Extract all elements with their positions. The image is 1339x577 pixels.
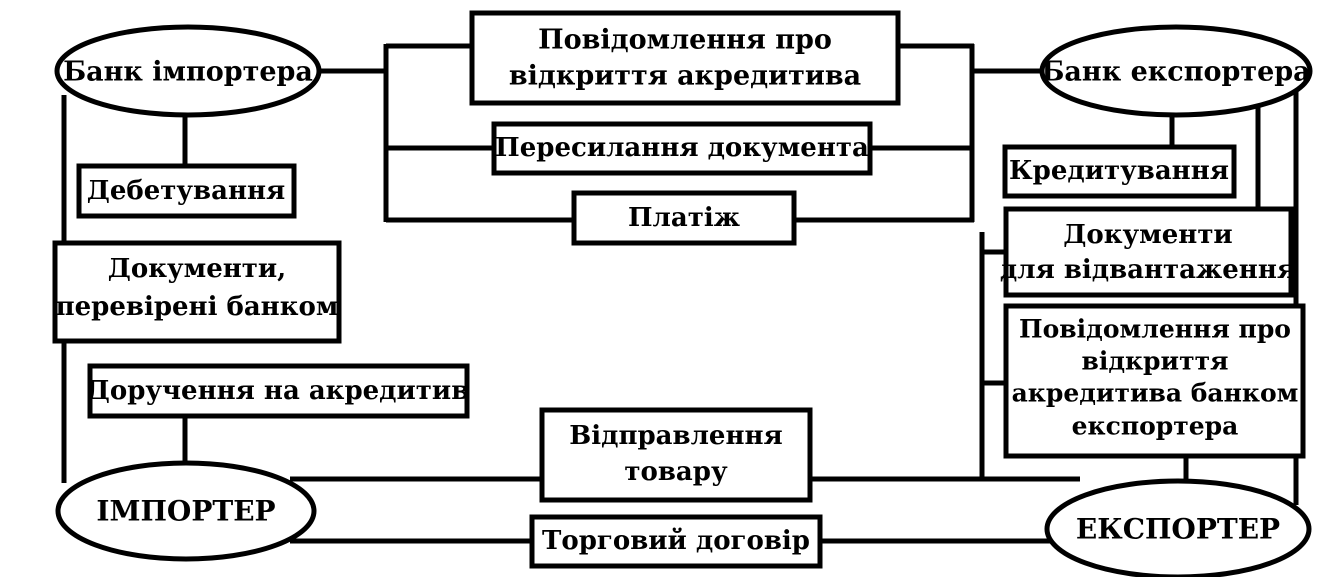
node-notice-exp-bank-label-line1: Повідомлення про — [1019, 315, 1291, 344]
node-docs-checked-label-line1: Документи, — [108, 254, 286, 284]
node-bank-importer[interactable] — [54, 24, 322, 118]
box-layer: Дебетування Документи, перевірені банком… — [52, 10, 1306, 569]
node-bank-exporter[interactable] — [1039, 24, 1313, 118]
node-notice-exp-bank-label-line4: експортера — [1072, 412, 1239, 441]
node-exporter[interactable] — [1044, 478, 1312, 577]
node-bank-exporter-label: Банк експортера — [1041, 57, 1310, 88]
node-debit[interactable] — [76, 163, 297, 219]
node-trade-contract[interactable] — [529, 514, 823, 569]
node-bank-importer-label: Банк імпортера — [63, 57, 313, 88]
node-goods-shipment-label-line1: Відправлення — [569, 421, 782, 451]
node-importer[interactable] — [55, 460, 317, 562]
node-docs-checked[interactable] — [52, 240, 342, 344]
node-forward-doc-label: Пересилання документа — [495, 133, 869, 163]
node-goods-shipment[interactable] — [539, 407, 813, 503]
node-shipping-docs[interactable] — [1003, 206, 1294, 298]
node-order-lc[interactable] — [87, 363, 470, 419]
node-notice-lc-label-line2: відкриття акредитива — [509, 61, 861, 92]
node-notice-lc[interactable] — [469, 10, 901, 106]
node-forward-doc[interactable] — [491, 121, 873, 176]
node-payment[interactable] — [571, 190, 797, 246]
node-docs-checked-label-line2: перевірені банком — [56, 292, 339, 322]
node-notice-exp-bank-label-line2: відкриття — [1081, 347, 1228, 376]
node-payment-label: Платіж — [628, 203, 740, 233]
node-exporter-label: ЕКСПОРТЕР — [1076, 513, 1280, 546]
node-goods-shipment-label-line2: товару — [624, 457, 728, 487]
node-notice-exp-bank-label-line3: акредитива банком — [1012, 379, 1299, 408]
ellipse-layer: Банк імпортера Банк експортера ІМПОРТЕР … — [54, 24, 1313, 577]
node-shipping-docs-label-line1: Документи — [1063, 220, 1232, 250]
node-debit-label: Дебетування — [87, 176, 285, 206]
node-shipping-docs-label-line2: для відвантаження — [1000, 255, 1296, 285]
node-importer-label: ІМПОРТЕР — [96, 495, 275, 528]
node-notice-lc-label-line1: Повідомлення про — [538, 25, 832, 56]
node-order-lc-label: Доручення на акредитив — [87, 376, 470, 406]
node-notice-exp-bank[interactable] — [1003, 303, 1306, 459]
node-trade-contract-label: Торговий договір — [542, 526, 810, 556]
node-crediting-label: Кредитування — [1009, 156, 1229, 186]
node-crediting[interactable] — [1002, 144, 1237, 199]
